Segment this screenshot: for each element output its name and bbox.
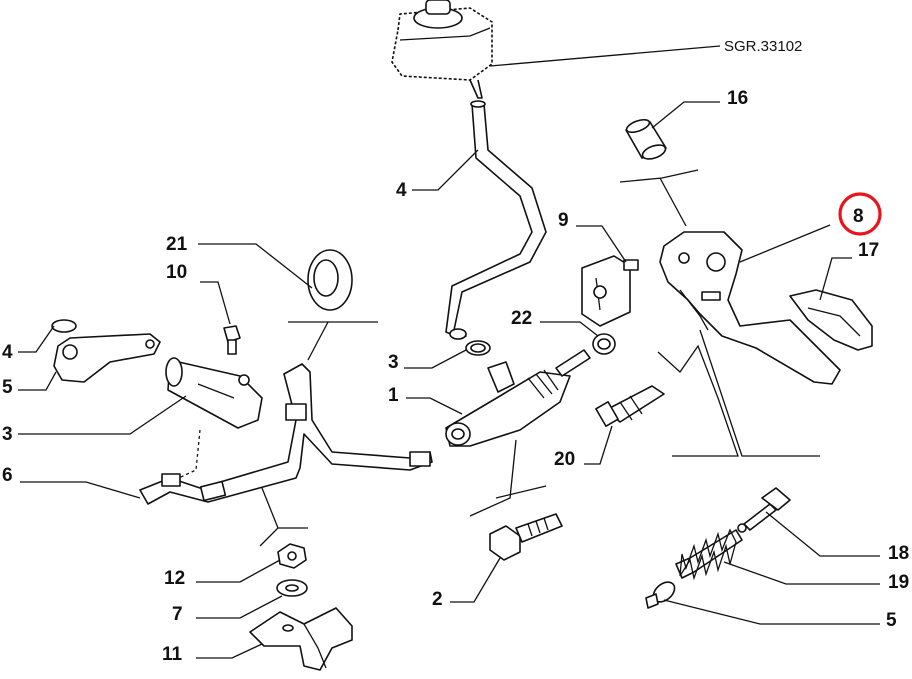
leader-5-left: [18, 371, 57, 391]
pedal-pad: [789, 289, 873, 351]
leader-2: [450, 557, 501, 603]
label-18: 18: [888, 543, 909, 564]
leader-20: [584, 425, 613, 465]
pedal-switch: [581, 255, 639, 327]
label-5-left: 5: [2, 377, 13, 398]
reference-code: SGR.33102: [724, 38, 802, 55]
guide-pedal-bottom: [657, 344, 739, 457]
label-3-left: 3: [2, 424, 13, 445]
label-8: 8: [853, 206, 864, 227]
leader-11: [196, 643, 263, 659]
leader-4-left: [18, 325, 55, 353]
push-rod: [737, 487, 791, 533]
label-7: 7: [172, 604, 183, 625]
leader-12: [196, 559, 281, 583]
master-cylinder: [445, 349, 591, 447]
leader-6: [20, 481, 141, 499]
fluid-reservoir: [391, 0, 493, 99]
bushing: [625, 118, 667, 160]
leader-4-top: [412, 149, 479, 191]
grommet: [307, 249, 353, 311]
rod-cap: [645, 581, 676, 609]
hydraulic-pipe: [139, 363, 433, 505]
flange-bolt: [489, 513, 563, 561]
reservoir-hose: [445, 100, 547, 340]
label-19: 19: [888, 572, 909, 593]
label-2: 2: [432, 589, 443, 610]
guide-master-b: [495, 485, 547, 499]
label-11: 11: [162, 644, 183, 665]
mounting-bracket: [249, 607, 353, 671]
guide-pedal-bottom-b: [699, 329, 820, 457]
leader-10: [200, 281, 231, 325]
return-spring: [675, 528, 743, 581]
label-16: 16: [727, 88, 748, 109]
leader-22: [540, 321, 599, 337]
washer: [276, 579, 308, 597]
leader-8: [739, 224, 831, 263]
label-4-top: 4: [396, 180, 407, 201]
leader-19: [723, 561, 880, 585]
leader-3-left: [18, 395, 187, 435]
clutch-pedal-arm: [659, 231, 841, 385]
label-12: 12: [164, 568, 185, 589]
leader-7: [196, 595, 283, 619]
label-1: 1: [388, 385, 399, 406]
clip-ring: [592, 333, 616, 355]
leader-17: [819, 257, 852, 301]
label-17: 17: [858, 240, 879, 261]
release-fork: [51, 319, 161, 383]
leader-21: [198, 243, 313, 289]
slave-cylinder: [165, 357, 263, 429]
bleed-screw: [223, 325, 241, 355]
pedal-sensor: [595, 385, 665, 427]
label-6: 6: [2, 465, 13, 486]
guide-pipe-top-b: [307, 321, 329, 361]
leader-5-right: [663, 599, 880, 625]
guide-pedal-top: [619, 169, 699, 183]
hose-clamp: [465, 340, 491, 356]
leader-3-mid: [404, 349, 467, 369]
leader-18: [765, 511, 880, 557]
label-21: 21: [166, 234, 188, 255]
leader-1: [406, 397, 463, 415]
label-20: 20: [554, 449, 575, 470]
hex-nut: [277, 543, 307, 569]
label-5-right: 5: [886, 610, 897, 631]
leader-16: [651, 101, 720, 129]
guide-pipe-bottom: [259, 487, 279, 547]
label-10: 10: [166, 262, 187, 283]
label-3-mid: 3: [388, 352, 399, 373]
guide-slave: [169, 429, 201, 483]
label-9: 9: [558, 210, 569, 231]
highlight-ring: [838, 192, 882, 236]
leader-reference: [489, 45, 721, 67]
guide-pedal-top-b: [659, 177, 687, 227]
label-4-left: 4: [2, 342, 13, 363]
leader-9: [576, 225, 627, 263]
label-22: 22: [511, 308, 532, 329]
guide-master: [469, 439, 517, 517]
